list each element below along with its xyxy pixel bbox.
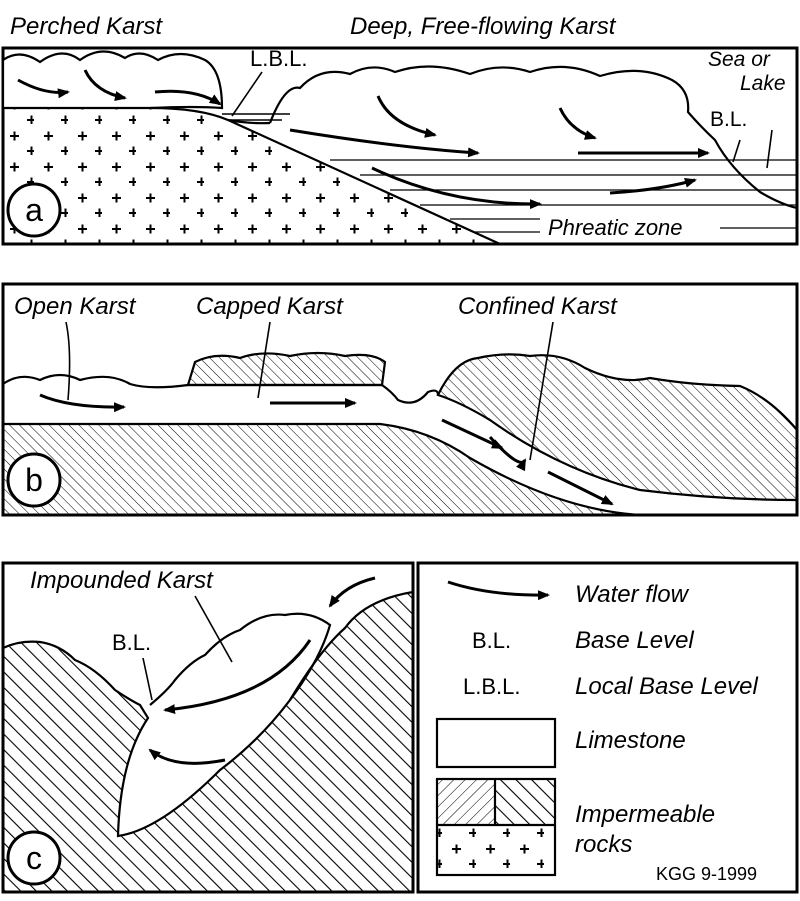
panel-b-letter: b [25, 462, 43, 498]
valley-impermeable [3, 590, 413, 838]
confined-karst-label: Confined Karst [458, 293, 618, 320]
legend-impermeable-line2: rocks [575, 831, 632, 858]
legend-bl-abbr: B.L. [472, 628, 511, 653]
credit-label: KGG 9-1999 [656, 864, 757, 884]
perched-limestone [3, 50, 224, 110]
phreatic-zone-label: Phreatic zone [548, 215, 683, 240]
legend: Water flow B.L. Base Level L.B.L. Local … [416, 561, 799, 894]
legend-bl-text: Base Level [575, 627, 694, 654]
open-karst-label: Open Karst [14, 293, 137, 320]
legend-impermeable-line1: Impermeable [575, 801, 715, 828]
panel-a-badge [6, 182, 62, 238]
lbl-label: L.B.L. [250, 46, 307, 71]
bl-label-a: B.L. [710, 108, 747, 131]
confining-layer [436, 353, 797, 502]
legend-limestone: Limestone [575, 727, 686, 754]
panel-a-letter: a [25, 192, 43, 228]
cap-rock [186, 351, 387, 387]
panel-c-badge [6, 830, 62, 886]
sea-label-line1: Sea or [708, 48, 771, 71]
granite-basement [3, 108, 500, 244]
impermeable-swatch [435, 777, 557, 877]
deep-limestone-surface [268, 65, 797, 210]
panel-c: Impounded Karst B.L. c [1, 561, 415, 894]
panel-b-badge [6, 452, 62, 508]
legend-lbl-abbr: L.B.L. [463, 674, 520, 699]
capped-karst-label: Capped Karst [196, 293, 344, 320]
impounded-limestone [149, 612, 332, 706]
limestone-swatch [435, 717, 557, 769]
perched-karst-label: Perched Karst [10, 13, 163, 40]
panel-a: Perched Karst Deep, Free-flowing Karst L… [1, 13, 799, 246]
bl-label-c: B.L. [112, 630, 151, 655]
sea-label-line2: Lake [740, 72, 786, 95]
panel-b: Open Karst Capped Karst Confined Karst b [1, 282, 799, 517]
water-flow-arrow-icon [447, 580, 550, 601]
limestone-surface-b [3, 373, 440, 404]
legend-lbl-text: Local Base Level [575, 673, 758, 700]
basal-impermeable [3, 422, 641, 515]
granite-contact [149, 106, 501, 244]
deep-karst-label: Deep, Free-flowing Karst [350, 13, 617, 40]
impounded-karst-label: Impounded Karst [30, 567, 214, 594]
legend-water-flow: Water flow [575, 581, 690, 608]
panel-c-letter: c [26, 840, 42, 876]
